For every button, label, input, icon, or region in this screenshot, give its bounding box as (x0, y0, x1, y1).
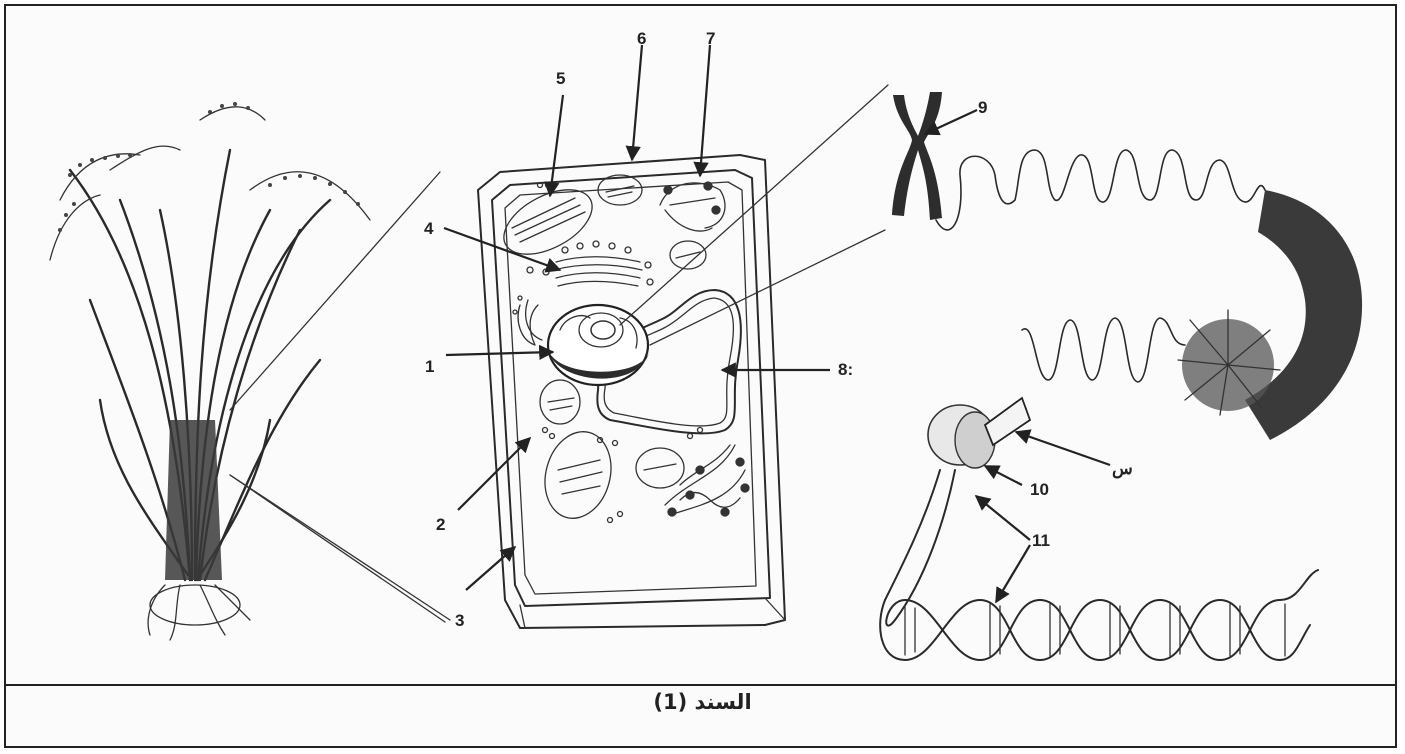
label-2: 2 (436, 515, 445, 534)
rice-plant-drawing (50, 102, 370, 640)
label-s: س (1112, 459, 1133, 479)
label-1: 1 (425, 357, 434, 376)
label-11: 11 (1032, 531, 1050, 550)
label-6: 6 (637, 29, 646, 48)
label-10: 10 (1030, 480, 1049, 499)
zoom-lines (230, 172, 445, 622)
dna-strand-coil (936, 150, 1265, 230)
label-8: 8: (838, 360, 853, 379)
golgi-apparatus (527, 241, 653, 286)
label-3: 3 (455, 611, 464, 630)
nucleosome (928, 398, 1030, 468)
cell-zoom-line-3 (230, 475, 450, 620)
label-9: 9 (978, 98, 987, 117)
plant-cell-drawing (478, 155, 785, 628)
unfolded-fiber (1022, 318, 1185, 382)
label-7: 7 (706, 29, 715, 48)
chromosome-drawing (892, 92, 942, 220)
dna-double-helix (880, 470, 1318, 660)
cell-nucleus (548, 305, 650, 385)
label-arrows (444, 45, 1110, 602)
label-5: 5 (556, 69, 565, 88)
histone-block (985, 398, 1030, 445)
label-4: 4 (424, 219, 434, 238)
chromatin-fiber-coil (1245, 190, 1362, 440)
